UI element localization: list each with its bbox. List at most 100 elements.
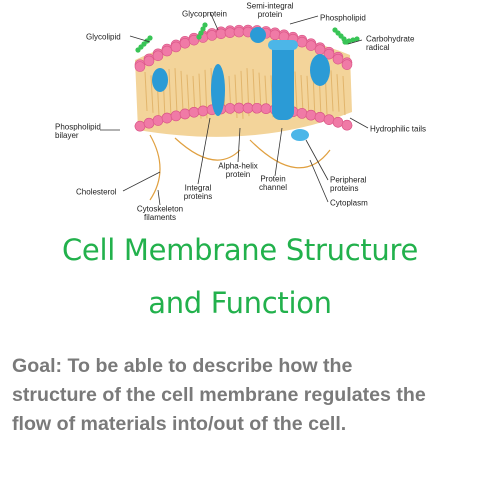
label-leader-lines xyxy=(100,11,369,206)
phospholipid-head xyxy=(179,38,191,49)
phospholipid-head xyxy=(206,30,218,41)
label-glycoprotein: Glycoprotein xyxy=(182,9,227,18)
phospholipid-head xyxy=(242,102,254,114)
label-phospholipid: Phospholipid xyxy=(320,13,366,22)
phospholipid-head xyxy=(332,116,344,128)
label-leader xyxy=(197,117,211,185)
goal-line-1: Goal: To be able to describe how the xyxy=(12,355,353,377)
phospholipid-head xyxy=(134,120,146,132)
carbohydrate-chain xyxy=(342,39,348,45)
label-leader xyxy=(209,11,219,31)
phospholipid-head xyxy=(215,28,227,40)
label-leader xyxy=(237,127,241,163)
phospholipid-head xyxy=(332,53,344,65)
carbohydrate-chain xyxy=(135,47,141,53)
phospholipid-head xyxy=(233,102,245,114)
phospholipid-head xyxy=(323,48,335,60)
lipid-tail xyxy=(174,68,178,114)
carbohydrate-chain xyxy=(202,22,208,28)
carbohydrate-chain xyxy=(198,30,204,36)
membrane-proteins xyxy=(152,27,330,141)
phospholipid-head xyxy=(143,117,155,129)
phospholipid-head xyxy=(296,108,308,119)
phospholipid-head xyxy=(296,36,308,48)
label-glycolipid: Glycolipid xyxy=(86,32,121,41)
phospholipid-head xyxy=(314,111,326,123)
lipid-tail xyxy=(306,75,310,117)
lipid-tail xyxy=(168,68,172,118)
carbohydrate-chain xyxy=(196,34,202,40)
phospholipid-head xyxy=(197,105,209,117)
label-leader xyxy=(305,139,329,181)
label-leader xyxy=(274,127,283,177)
label-leader xyxy=(349,117,369,129)
carbohydrate-chain xyxy=(350,37,356,43)
lipid-tail xyxy=(300,75,304,113)
surface-protein xyxy=(250,27,266,43)
phospholipid-head xyxy=(152,50,164,62)
phospholipid-head xyxy=(152,115,164,126)
cytoskeleton-filament xyxy=(149,134,161,201)
label-leader xyxy=(129,35,151,43)
label-leader xyxy=(347,39,363,45)
carbohydrate-chains xyxy=(135,22,360,53)
phospholipid-head xyxy=(170,110,182,122)
label-leader xyxy=(309,159,329,203)
phospholipid-head xyxy=(341,59,353,70)
phospholipid-head xyxy=(314,44,326,55)
phospholipid-head xyxy=(233,26,245,38)
lipid-tail xyxy=(342,75,346,116)
label-hydrophilic-tails: Hydrophilic tails xyxy=(370,124,426,133)
phospholipid-head xyxy=(224,103,236,114)
phospholipid-head xyxy=(305,109,317,121)
phospholipid-head xyxy=(251,102,263,114)
label-leader xyxy=(289,15,319,25)
label-leader xyxy=(157,189,161,206)
carbohydrate-chain xyxy=(354,36,360,42)
goal-line-2: structure of the cell membrane regulates… xyxy=(12,384,426,406)
label-leader xyxy=(122,171,161,192)
slide-title-line-1: Cell Membrane Structure xyxy=(61,233,419,267)
lipid-tail xyxy=(330,70,334,112)
label-cholesterol: Cholesterol xyxy=(76,187,117,196)
peripheral-protein xyxy=(291,129,309,141)
lipid-tail xyxy=(144,71,148,112)
phospholipid-head xyxy=(161,112,173,124)
phospholipid-head xyxy=(161,45,173,57)
phospholipid-head xyxy=(260,103,272,115)
lipid-tail xyxy=(336,74,340,112)
phospholipid-head xyxy=(179,108,191,120)
lipid-tail xyxy=(294,71,298,112)
glycoprotein xyxy=(152,68,168,92)
lipid-tail xyxy=(180,70,184,112)
cytoskeleton-filament xyxy=(249,139,331,169)
semi-integral-protein xyxy=(310,54,330,86)
phospholipid-head xyxy=(170,41,182,53)
protein-channel-rim xyxy=(268,40,298,50)
phospholipid-head xyxy=(188,106,200,118)
carbohydrate-chain xyxy=(346,38,352,44)
phospholipid-head xyxy=(224,27,236,39)
label-cytoplasm: Cytoplasm xyxy=(330,198,368,207)
protein-channel xyxy=(272,42,294,120)
phospholipid-head xyxy=(341,119,353,131)
lipid-tail xyxy=(150,75,154,113)
learning-goal: Goal: To be able to describe how the str… xyxy=(12,352,476,439)
phospholipid-head xyxy=(323,114,335,125)
integral-protein xyxy=(211,64,225,116)
phospholipid-head xyxy=(305,40,317,51)
slide-title: Cell Membrane Structure and Function xyxy=(0,224,480,330)
phospholipid-head xyxy=(269,29,281,41)
carbohydrate-chain xyxy=(200,26,206,32)
phospholipid-head xyxy=(143,55,155,67)
slide-title-line-2: and Function xyxy=(148,286,332,320)
